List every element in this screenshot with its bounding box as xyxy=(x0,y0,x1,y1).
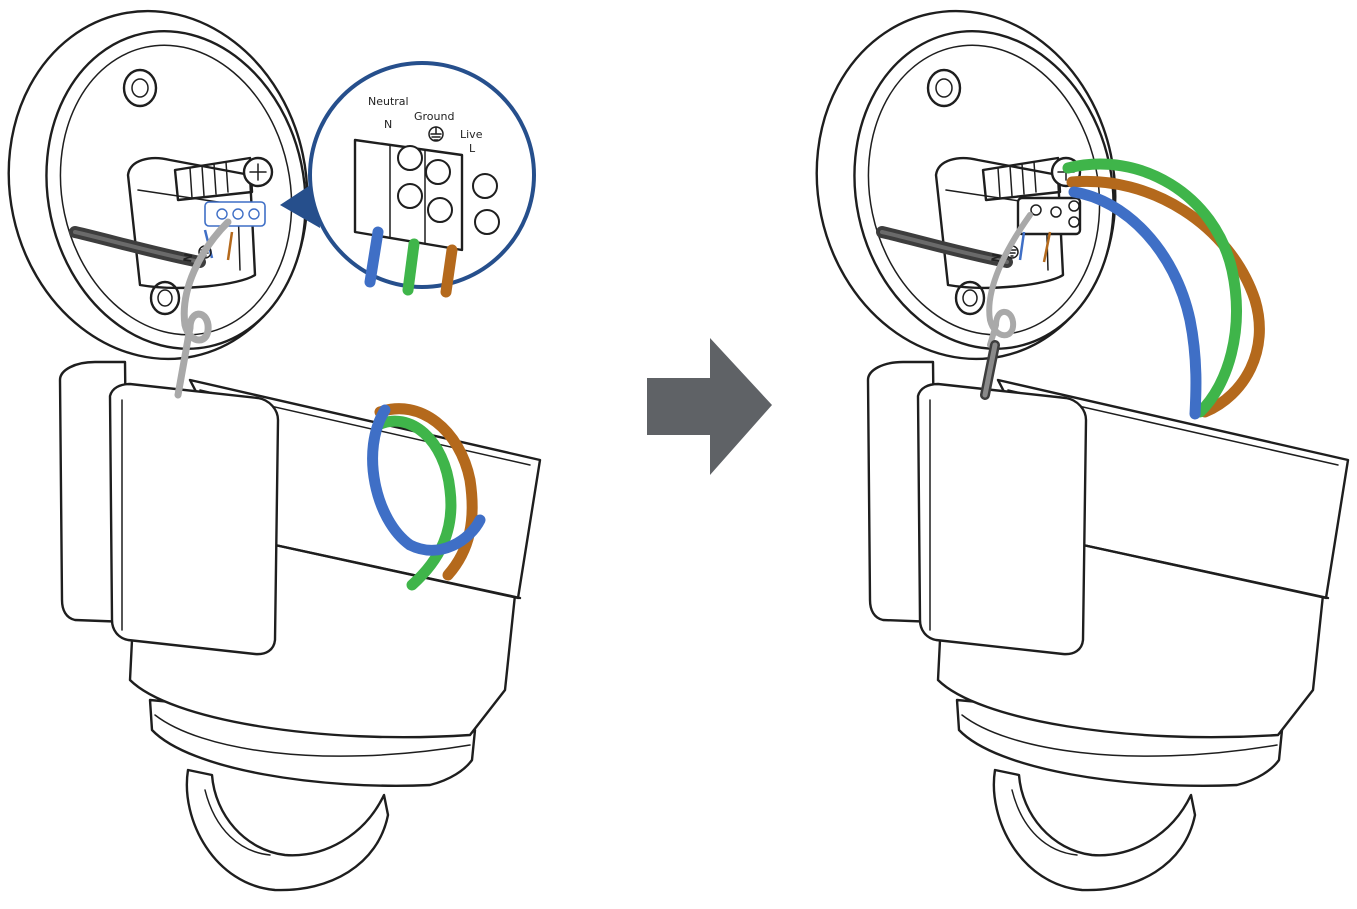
right-wall-plate: N xyxy=(815,9,1117,400)
right-fixture: N xyxy=(815,9,1350,892)
neutral-letter: N xyxy=(384,118,392,131)
right-wires xyxy=(1062,158,1265,420)
ground-label: Ground xyxy=(414,110,454,123)
left-fixture: N xyxy=(7,9,542,892)
earth-ground-icon xyxy=(428,126,444,142)
left-box-marking-n: N xyxy=(181,252,195,263)
live-label: Live xyxy=(460,128,483,141)
left-wire-loop xyxy=(367,403,486,591)
right-bracket xyxy=(866,360,1088,656)
left-wall-plate: N xyxy=(7,9,309,399)
terminal-callout: Neutral N Ground Live L xyxy=(280,61,536,298)
neutral-label: Neutral xyxy=(368,95,409,108)
live-letter: L xyxy=(469,142,476,155)
right-arrow-icon xyxy=(647,338,772,475)
left-bracket xyxy=(58,360,280,656)
right-box-marking-n: N xyxy=(989,252,1003,263)
